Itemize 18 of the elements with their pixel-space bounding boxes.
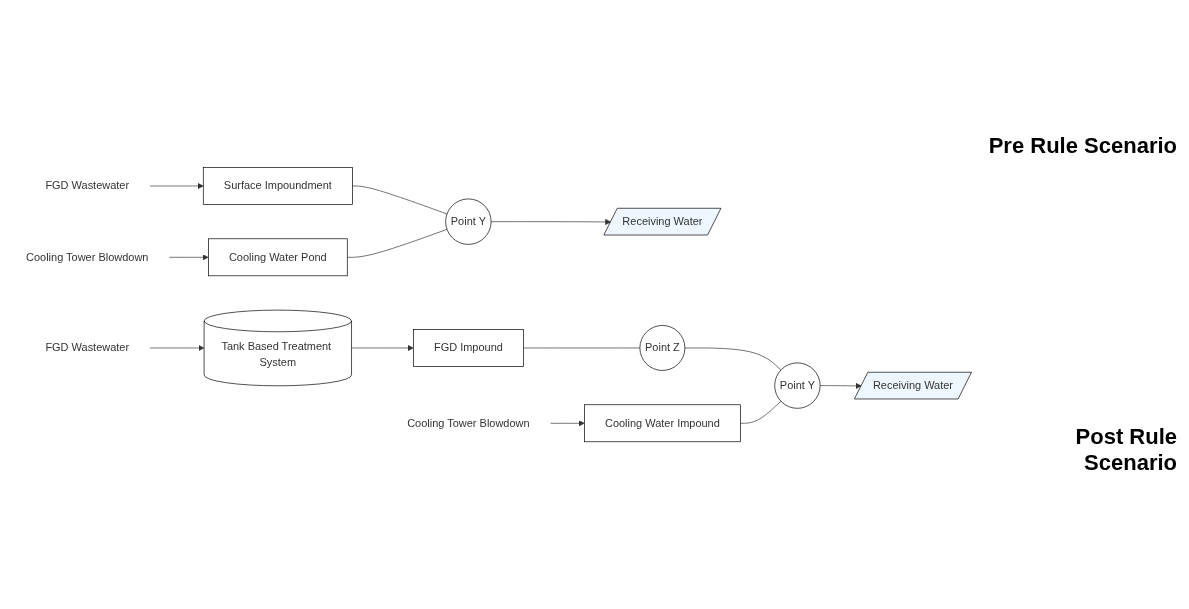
node-circle: Point Z (639, 324, 686, 371)
connector (523, 347, 641, 349)
node-box: Cooling Water Impound (584, 404, 741, 442)
connector (352, 185, 448, 215)
node-box: Cooling Water Pond (208, 238, 348, 277)
node-circle: Point Y (445, 198, 492, 245)
node-box: Surface Impoundment (202, 167, 353, 205)
scenario-heading: Post Rule Scenario (1074, 424, 1177, 477)
scenario-heading: Pre Rule Scenario (988, 132, 1177, 159)
connector (684, 347, 782, 371)
node-circle: Point Y (774, 362, 821, 409)
node-text: Cooling Tower Blowdown (407, 416, 530, 429)
node-text: FGD Wastewater (45, 341, 130, 354)
node-text: Cooling Tower Blowdown (26, 250, 149, 263)
node-box: FGD Impound (413, 328, 524, 367)
node-text: FGD Wastewater (45, 179, 130, 192)
connector (346, 228, 448, 258)
connector (740, 400, 782, 424)
